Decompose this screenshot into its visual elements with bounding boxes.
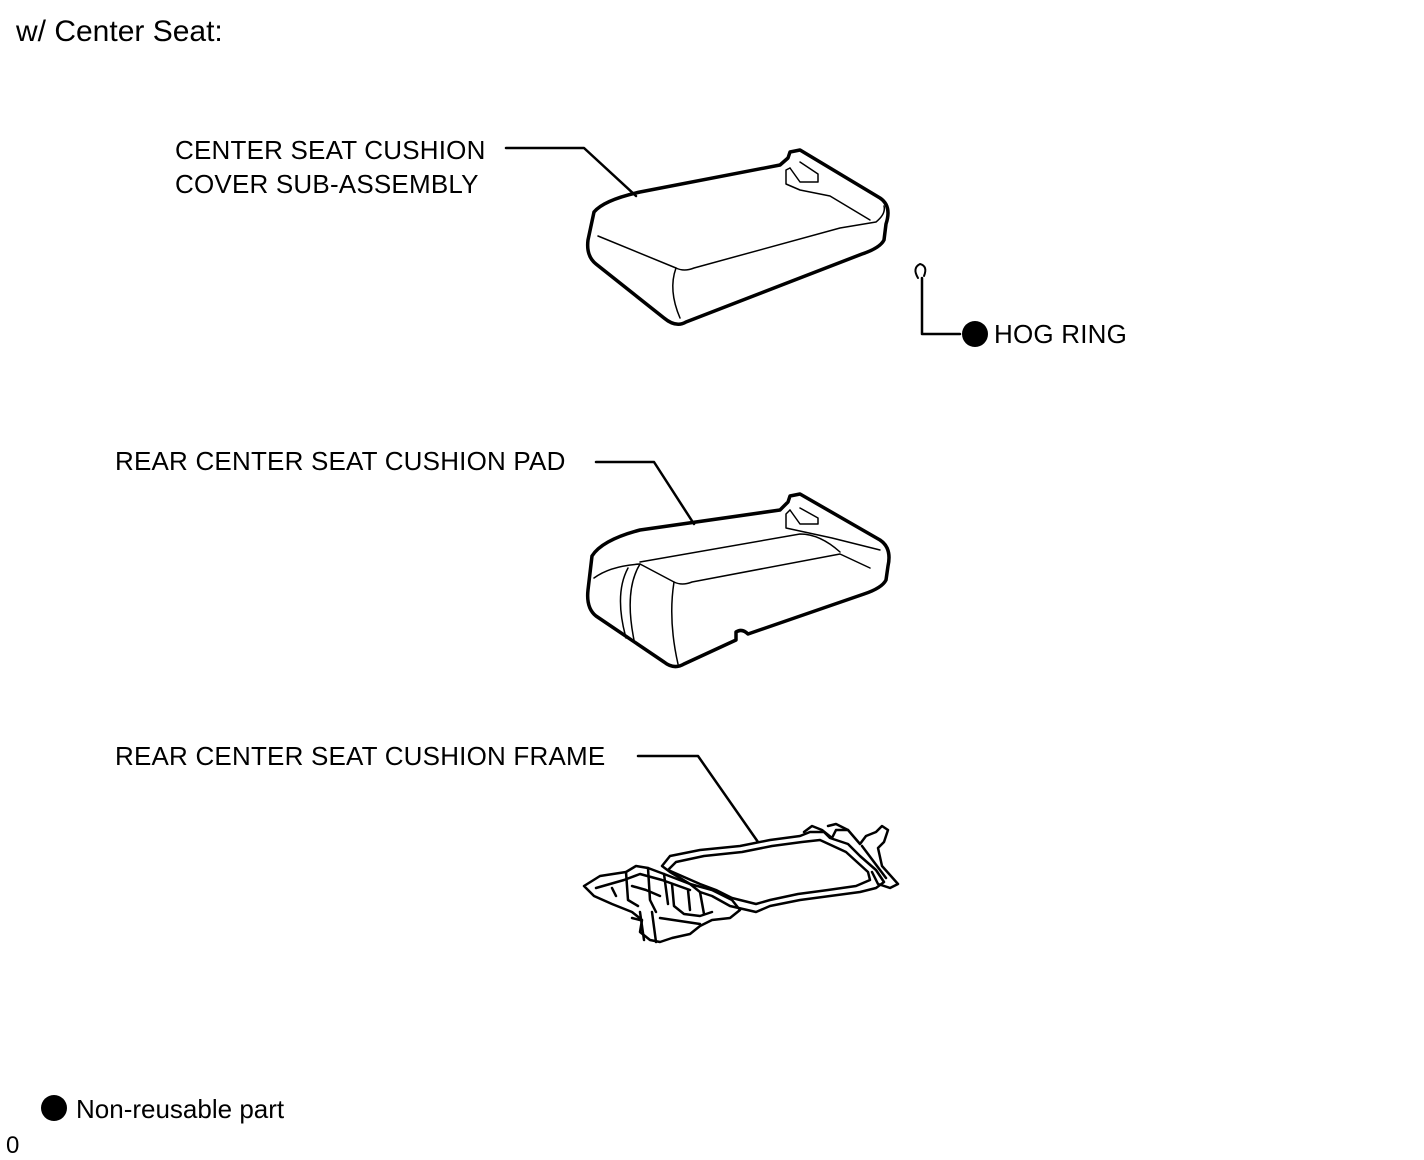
legend-dot-icon [41, 1095, 67, 1121]
non-reusable-dot-icon [962, 321, 988, 347]
label-cushion-frame: REAR CENTER SEAT CUSHION FRAME [115, 741, 606, 771]
label-hog-ring: HOG RING [994, 319, 1128, 349]
leader-cushion-pad [594, 460, 696, 526]
legend-non-reusable: Non-reusable part [76, 1094, 285, 1124]
leader-cushion-frame [636, 754, 760, 844]
leader-cushion-cover [504, 146, 638, 198]
label-cushion-cover-line2: COVER SUB-ASSEMBLY [175, 169, 479, 199]
label-cushion-pad: REAR CENTER SEAT CUSHION PAD [115, 446, 566, 476]
hog-ring-illustration [914, 263, 962, 336]
cushion-cover-illustration [585, 148, 890, 326]
label-cushion-cover-line1: CENTER SEAT CUSHION [175, 135, 486, 165]
figure-code: 0 [6, 1132, 20, 1159]
cushion-frame-illustration [582, 822, 900, 944]
page-title: w/ Center Seat: [16, 15, 223, 48]
cushion-pad-illustration [585, 492, 891, 669]
